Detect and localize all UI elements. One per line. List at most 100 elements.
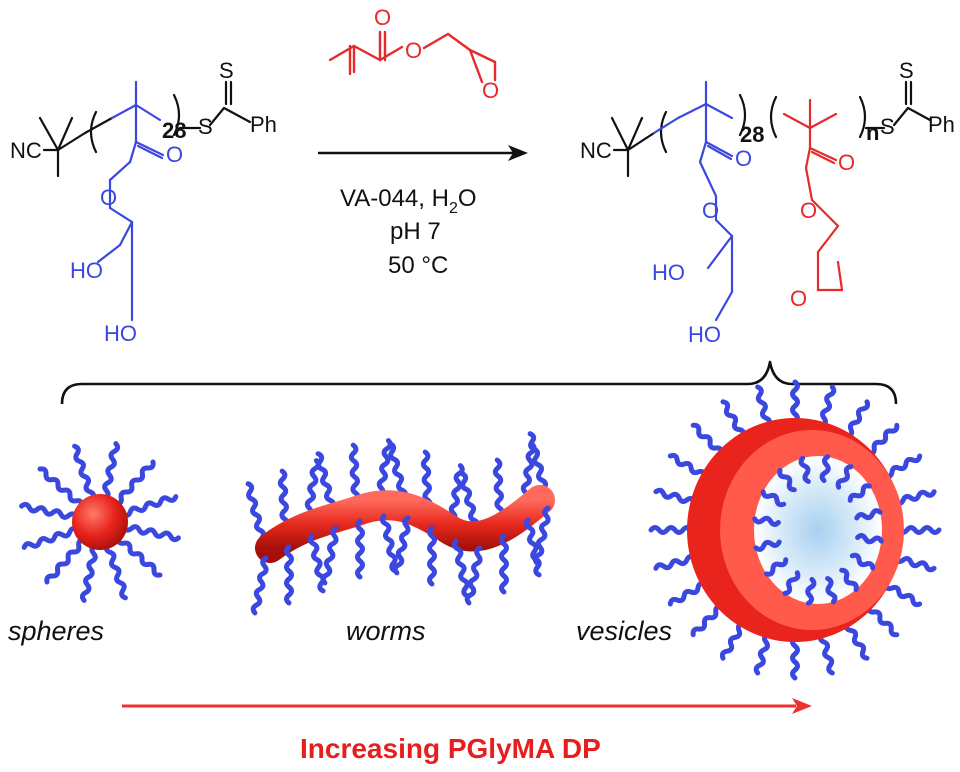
corona-chain — [387, 441, 409, 501]
corona-chain — [782, 570, 801, 596]
corona-chain — [348, 442, 361, 504]
corona-chain — [121, 524, 181, 543]
monomer-o-ester: O — [405, 38, 422, 63]
worm-core — [255, 485, 555, 563]
corona-chain — [379, 513, 398, 574]
worm-corona-chains-front — [250, 505, 551, 616]
corona-chain — [19, 501, 79, 520]
reactant-dp-label: 28 — [162, 118, 186, 143]
corona-chain — [865, 603, 900, 638]
corona-chain — [720, 399, 747, 439]
worm-micelle — [245, 431, 555, 616]
corona-chain — [866, 422, 900, 457]
product-red-ester-o: O — [800, 198, 817, 223]
corona-chain — [532, 505, 551, 566]
corona-chain — [653, 487, 697, 505]
corona-chain — [245, 481, 267, 541]
reactant-nc-label: NC — [10, 138, 42, 163]
corona-chain — [805, 576, 817, 606]
corona-chain — [882, 453, 923, 480]
vesicle — [648, 379, 942, 681]
corona-chain — [839, 567, 859, 593]
product-s-double-label: S — [899, 58, 914, 83]
corona-chain — [527, 431, 549, 491]
corona-chain — [355, 518, 365, 580]
label-vesicles: vesicles — [576, 616, 672, 646]
corona-chain — [448, 463, 465, 524]
corona-chain — [835, 464, 854, 490]
corona-chain — [113, 459, 156, 507]
reactant-structure — [38, 80, 252, 322]
corona-chain — [304, 458, 321, 519]
corona-chain — [102, 441, 121, 501]
corona-chain — [825, 576, 838, 605]
vesicle-inner-corona-chains — [752, 454, 884, 606]
product-epoxide-o: O — [790, 286, 807, 311]
product-nc-label: NC — [580, 138, 612, 163]
corona-chain — [523, 517, 542, 578]
corona-chain — [752, 515, 781, 527]
product-ho-1: HO — [652, 260, 685, 285]
corona-chain — [854, 508, 883, 521]
sphere-core — [72, 494, 128, 550]
vesicle-lumen — [754, 456, 882, 604]
increasing-dp-arrow — [122, 698, 812, 714]
corona-chain — [37, 466, 85, 509]
corona-chain — [690, 603, 724, 638]
corona-chain — [451, 538, 470, 599]
label-spheres: spheres — [8, 616, 104, 646]
product-red-carbonyl-o: O — [838, 150, 855, 175]
conditions-line-1: VA-044, H2O — [340, 185, 477, 217]
corona-chain — [492, 457, 505, 519]
label-worms: worms — [346, 616, 426, 646]
conditions-line-3: 50 °C — [388, 252, 448, 279]
corona-chain — [320, 525, 339, 586]
worm-corona-chains-back — [245, 431, 549, 541]
sphere-corona-chains — [19, 441, 181, 603]
corona-chain — [667, 580, 708, 607]
corona-chain — [790, 379, 800, 425]
corona-chain — [847, 483, 872, 503]
corona-chain — [882, 581, 923, 608]
reactant-ho-2: HO — [104, 321, 137, 346]
corona-chain — [798, 455, 811, 484]
reactant-ester-o: O — [100, 185, 117, 210]
corona-chain — [764, 557, 789, 577]
product-dp-core-label: n — [866, 120, 879, 145]
corona-chain — [44, 537, 87, 585]
corona-chain — [896, 525, 942, 535]
corona-chain — [648, 525, 694, 535]
monomer-o-carbonyl: O — [374, 5, 391, 30]
corona-chain — [103, 542, 128, 601]
product-dp-stabilizer-label: 28 — [740, 122, 764, 147]
corona-chain — [464, 545, 483, 606]
corona-chain — [120, 494, 179, 519]
conditions-line-2: pH 7 — [390, 218, 441, 245]
corona-chain — [819, 384, 837, 429]
corona-chain — [790, 635, 800, 681]
corona-chain — [427, 525, 437, 587]
corona-chain — [72, 443, 97, 502]
corona-chain — [277, 468, 290, 530]
corona-chain — [667, 452, 708, 479]
corona-chain — [855, 533, 884, 545]
corona-chain — [844, 399, 871, 439]
corona-chain — [893, 489, 937, 506]
reactant-ph-label: Ph — [250, 112, 277, 137]
product-ph-label: Ph — [928, 112, 955, 137]
caption-increasing-pglyma-dp: Increasing PGlyMA DP — [300, 733, 601, 764]
product-blue-ester-o: O — [702, 198, 719, 223]
vesicle-outer-corona-chains — [648, 379, 942, 681]
corona-chain — [719, 621, 746, 661]
monomer-structure — [328, 30, 497, 84]
corona-chain — [753, 631, 771, 676]
corona-chain — [777, 467, 797, 493]
corona-chain — [690, 422, 725, 457]
corona-chain — [499, 533, 509, 595]
corona-chain — [653, 554, 697, 571]
corona-chain — [21, 525, 80, 550]
product-s-label: S — [880, 114, 895, 139]
corona-chain — [79, 543, 98, 603]
corona-chain — [307, 533, 326, 594]
